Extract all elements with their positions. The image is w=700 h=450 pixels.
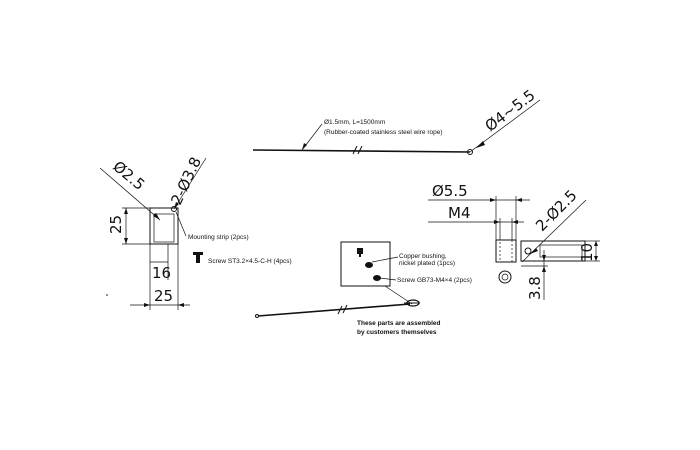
bushing-bore bbox=[499, 239, 513, 263]
hole-dim-leader bbox=[99, 167, 161, 221]
dim-arrow bbox=[124, 208, 128, 214]
left-bracket-inner bbox=[153, 213, 175, 243]
holes-dim-leader bbox=[173, 157, 207, 210]
right-bracket-hole bbox=[524, 247, 532, 255]
assembly-note-1: These parts are assembled bbox=[357, 320, 440, 327]
left-height-dim: 25 bbox=[107, 215, 125, 234]
copper-bushing-icon bbox=[357, 248, 363, 257]
bushing-label-2: nickel plated (1pcs) bbox=[399, 260, 455, 267]
dim-arrow bbox=[494, 220, 500, 224]
right-outer-dim: Ø5.5 bbox=[432, 182, 468, 200]
detail-assembly: Copper bushing, nickel plated (1pcs) Scr… bbox=[255, 241, 472, 336]
right-thread-dim: M4 bbox=[448, 204, 471, 222]
right-holes-dim: 2-Ø2.5 bbox=[532, 186, 581, 235]
dim-arrow bbox=[144, 303, 150, 307]
wire-spec-line1: Ø1.5mm, L=1500mm bbox=[324, 119, 385, 126]
dim-arrow bbox=[124, 238, 128, 244]
mount-label: Mounting strip (2pcs) bbox=[188, 234, 249, 241]
wire-rope bbox=[252, 149, 471, 153]
loop-dim-label: Ø4~5.5 bbox=[482, 86, 539, 135]
right-bottom-dim: 3.8 bbox=[526, 276, 544, 300]
bushing-top-inner bbox=[501, 273, 509, 281]
break-mark bbox=[352, 145, 363, 155]
left-width-dim: 25 bbox=[154, 287, 173, 305]
left-screw-label: Screw ST3.2×4.5-C-H (4pcs) bbox=[208, 258, 292, 265]
dim-arrow bbox=[542, 266, 546, 272]
wire-spec-line2: (Rubber-coated stainless steel wire rope… bbox=[324, 129, 443, 136]
right-bracket-plate bbox=[520, 240, 586, 262]
wire-rope-assembly: Ø1.5mm, L=1500mm (Rubber-coated stainles… bbox=[252, 86, 541, 155]
right-bracket-slot bbox=[539, 244, 583, 258]
assembly-note-2: by customers themselves bbox=[357, 329, 437, 336]
screw-leader bbox=[379, 277, 397, 281]
spec-arrow bbox=[302, 143, 307, 150]
loop-dim-arrow bbox=[476, 141, 485, 148]
dim-arrow bbox=[174, 202, 179, 209]
detail-box bbox=[340, 241, 391, 287]
left-hole-dim: Ø2.5 bbox=[109, 157, 148, 194]
drawing-mark bbox=[106, 294, 108, 296]
left-bracket-hole bbox=[171, 206, 177, 212]
bushing-top-view bbox=[498, 270, 512, 284]
dim-arrow bbox=[516, 198, 522, 202]
bottom-wire-rope bbox=[257, 303, 411, 317]
screw-icon bbox=[193, 252, 203, 263]
set-screw-icon bbox=[365, 262, 381, 281]
bushing-side-view bbox=[495, 239, 517, 263]
right-height-dim: 10 bbox=[578, 243, 596, 262]
dim-arrow bbox=[153, 213, 160, 220]
bottom-wire-loop bbox=[255, 314, 259, 318]
left-inner-dim: 16 bbox=[152, 264, 171, 282]
dim-arrow bbox=[542, 255, 546, 261]
left-holes-dim: 2-Ø3.8 bbox=[167, 154, 205, 207]
mount-leader bbox=[175, 211, 187, 237]
dim-arrow bbox=[178, 303, 184, 307]
dim-arrow bbox=[490, 198, 496, 202]
bushing-label-1: Copper bushing, bbox=[399, 253, 447, 260]
left-bracket-drawing: 25 16 25 Ø2.5 2-Ø3.8 Mounting strip (2pc… bbox=[99, 154, 292, 310]
dim-arrow bbox=[594, 241, 598, 246]
dim-arrow bbox=[530, 248, 538, 254]
dim-arrow bbox=[512, 220, 518, 224]
bushing-leader bbox=[371, 256, 399, 263]
wire-loop bbox=[467, 149, 473, 155]
break-mark bbox=[337, 304, 348, 315]
wire-end-fitting bbox=[404, 299, 420, 307]
detail-screw-label: Screw GB73-M4×4 (2pcs) bbox=[397, 277, 472, 284]
dim-arrow bbox=[594, 256, 598, 261]
